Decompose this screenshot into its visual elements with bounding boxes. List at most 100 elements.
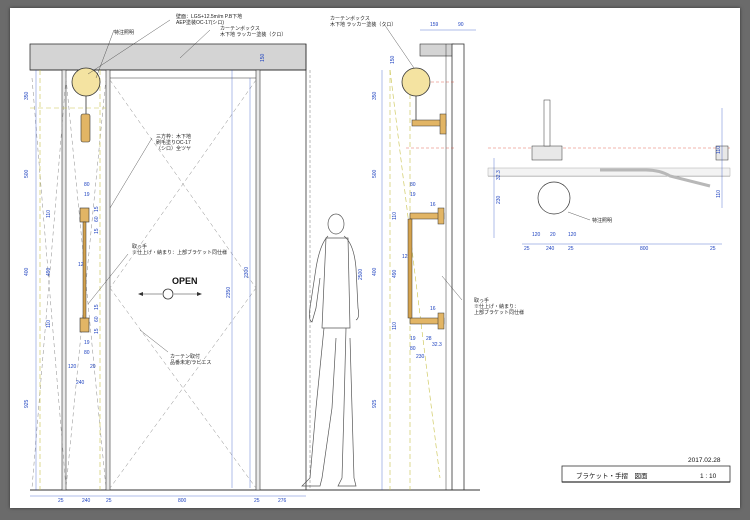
dim-fs-6: 19	[84, 340, 90, 346]
dim-front-left-1: 500	[24, 169, 30, 178]
drawing-scale: 1 : 10	[700, 473, 717, 480]
dim-front-left-0: 350	[24, 91, 30, 100]
open-marker	[162, 288, 174, 300]
side-handle-bar	[407, 218, 413, 319]
dim-fh-1: 2300	[244, 267, 250, 278]
side-section: 159 90 350 500 400 925 150 2500 80 19 11…	[330, 15, 524, 491]
dim-fw-2: 240	[76, 380, 85, 386]
dim-pr-1: 110	[716, 190, 722, 198]
dim-ss-5: 110	[392, 322, 398, 330]
open-label: OPEN	[172, 276, 198, 286]
dim-fb-5: 276	[278, 498, 287, 504]
light-wall-plate	[80, 113, 91, 143]
dim-fw-0: 120	[68, 364, 77, 370]
note-frame-2: 刷毛塗りOC-17	[156, 139, 191, 146]
dim-side-left-0: 350	[372, 91, 378, 100]
note-curtain-rail-1: カーテン取付	[170, 353, 200, 360]
dim-side-top-1: 90	[458, 22, 464, 28]
dim-fs-5: 110	[46, 320, 52, 328]
dim-ss-9: 16	[430, 306, 436, 312]
note-curtain-box-2: 木下地 ラッカー塗装（クロ）	[220, 31, 286, 38]
note-handle-2: ※仕上げ・納まり：上部ブラケット同仕様	[132, 249, 227, 256]
dim-pb-0: 25	[524, 246, 530, 252]
dim-fs-4: 12	[78, 262, 84, 268]
dim-fb-4: 25	[254, 498, 260, 504]
dim-pb-3: 800	[640, 246, 649, 252]
dim-side-top-0: 159	[430, 22, 439, 28]
dim-ss-1: 19	[410, 192, 416, 198]
frame-left-jamb	[61, 69, 67, 491]
dim-sb-0: 28	[426, 336, 432, 342]
dim-side-height: 2500	[358, 269, 364, 280]
side-light-globe	[401, 67, 431, 97]
dim-fb-3: 800	[178, 498, 187, 504]
note-side-curtain-2: 木下地 ラッカー塗装（クロ）	[330, 21, 396, 28]
dim-pw-0: 120	[532, 232, 541, 238]
note-wall-finish-1: 壁面：LGS+12.5m/m P.B下地	[176, 13, 242, 20]
note-frame-3: （シロ）全ツヤ	[156, 145, 191, 152]
handle-bottom-bracket	[79, 317, 90, 333]
note-side-handle-3: 上部ブラケット同仕様	[474, 309, 524, 316]
dim-ss-3: 490	[392, 269, 398, 278]
dim-pl-1: 230	[496, 195, 502, 204]
dim-pw-1: 20	[550, 232, 556, 238]
dim-side-left-1: 500	[372, 169, 378, 178]
dim-ss-7: 80	[410, 346, 416, 352]
plan-handle-rail	[600, 168, 711, 188]
title-block: 2017.02.28 ブラケット・手摺 図面 1 : 10	[561, 457, 731, 483]
dim-front-top: 150	[260, 53, 266, 62]
special-light-globe	[71, 67, 101, 97]
dim-pl-0: 32.3	[496, 170, 502, 180]
dim-ss-6: 19	[410, 336, 416, 342]
dim-fsv-5: 15	[94, 328, 100, 334]
dim-ss-2: 110	[392, 212, 398, 220]
dim-pr-0: 110	[716, 146, 722, 154]
front-dim-lines	[30, 70, 306, 497]
handle-bar	[82, 221, 87, 319]
dim-sb-2: 230	[416, 354, 425, 360]
dim-fs-2: 110	[46, 210, 52, 218]
dim-fs-3: 490	[46, 267, 52, 276]
human-figure	[301, 213, 360, 487]
leaders	[87, 19, 211, 353]
dim-fs-0: 80	[84, 182, 90, 188]
note-curtain-rail-2: 品番未定/ラビエス	[170, 359, 211, 366]
dim-fb-2: 25	[106, 498, 112, 504]
dim-side-left-3: 925	[372, 399, 378, 408]
handle-top-bracket	[79, 207, 90, 223]
dim-sb-1: 32.3	[432, 342, 442, 348]
note-special-light: 特注照明	[114, 29, 134, 36]
dim-pb-2: 25	[568, 246, 574, 252]
drawing-title: ブラケット・手摺 図面	[576, 471, 648, 480]
dim-fb-1: 240	[82, 498, 91, 504]
drawing-sheet: OPEN 壁面：LGS+12.5m/m P.B下地 AEP塗装OC-17(シロ)…	[10, 8, 740, 508]
drawing-date: 2017.02.28	[688, 457, 721, 464]
dim-side-left-2: 400	[372, 267, 378, 276]
plan-view: 110 110 32.3 230 120 20 120 25 240 25 80…	[487, 99, 731, 252]
dim-fsv-3: 15	[94, 304, 100, 310]
dim-ss-4: 12	[402, 254, 408, 260]
frame-mid-jamb	[105, 69, 111, 491]
frame-right-jamb	[255, 69, 261, 491]
note-plan-light: 特注照明	[592, 217, 612, 224]
note-wall-finish-2: AEP塗装OC-17(シロ)	[176, 19, 224, 26]
dim-ss-0: 80	[410, 182, 416, 188]
dim-fsv-1: 60	[94, 216, 100, 222]
note-side-handle-2: ※仕上げ・納まり：	[474, 303, 519, 310]
dim-fs-7: 80	[84, 350, 90, 356]
guide-lines	[30, 70, 106, 490]
dim-fs-1: 19	[84, 192, 90, 198]
plan-light-circle	[537, 181, 571, 215]
dim-front-left-2: 400	[24, 267, 30, 276]
dim-fh-0: 2350	[226, 287, 232, 298]
dim-side-150: 150	[390, 55, 396, 64]
note-handle-1: 取っ手	[132, 243, 147, 250]
note-curtain-box-1: カーテンボックス	[220, 25, 260, 32]
dim-front-left-3: 925	[24, 399, 30, 408]
dim-fsv-4: 60	[94, 316, 100, 322]
side-wall	[451, 43, 465, 491]
dim-fb-0: 25	[58, 498, 64, 504]
note-frame-1: 三方枠：木下地	[156, 133, 191, 140]
note-side-handle-1: 取っ手	[474, 297, 489, 304]
